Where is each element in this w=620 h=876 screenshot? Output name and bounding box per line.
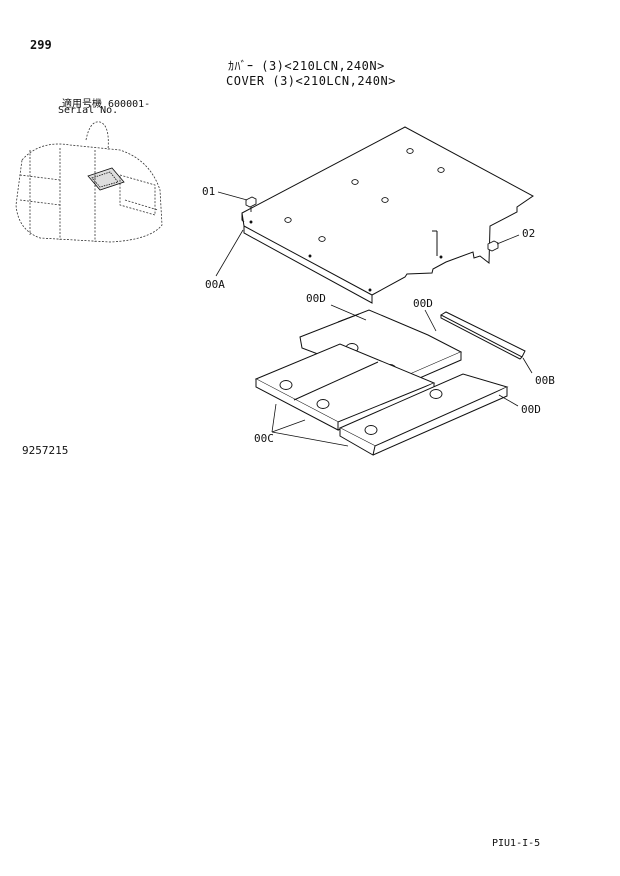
title-english: COVER (3)<210LCN,240N> (226, 74, 396, 88)
document-code: 9257215 (22, 444, 69, 457)
callout-pad-top-right: 00D (413, 297, 433, 310)
callout-pad-top-left: 00D (306, 292, 326, 305)
pad-right-holes (364, 389, 443, 435)
leader-lines (215, 191, 533, 447)
pad-right (338, 373, 509, 456)
callout-cover-plate: 00A (205, 278, 225, 291)
page-code: PIU1-I-5 (492, 838, 541, 849)
title-japanese: ｶﾊﾞｰ (3)<210LCN,240N> (228, 59, 385, 73)
bolt-left (245, 196, 257, 212)
callout-strip: 00B (535, 374, 555, 387)
page-number: 299 (30, 38, 52, 52)
bolt-right (487, 240, 499, 252)
callout-bolt-right: 02 (522, 227, 535, 240)
highlighted-cover-location (87, 167, 125, 191)
cover-plate (241, 126, 534, 304)
serial-label-japanese: 適用号機 600001- (62, 99, 151, 110)
machine-location-sketch (15, 121, 163, 243)
cover-plate-holes (249, 148, 445, 292)
callout-pad-right: 00D (521, 403, 541, 416)
serial-label-english: Serial No. (58, 105, 119, 116)
strip (439, 311, 526, 360)
callout-spacer-block: 00C (254, 432, 274, 445)
spacer-block-front-holes (279, 380, 330, 409)
callout-bolt-left: 01 (202, 185, 215, 198)
